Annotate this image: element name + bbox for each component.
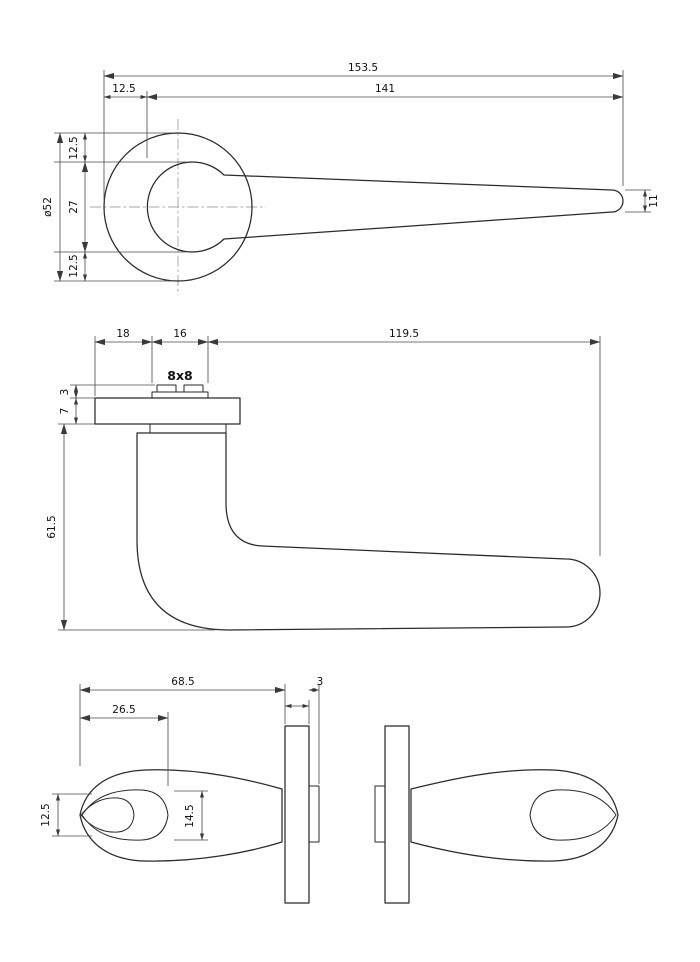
dim-side-grip-length: 68.5 (171, 676, 194, 688)
dim-front-spindle-width: 16 (173, 328, 187, 340)
spindle-size-label: 8x8 (167, 368, 192, 383)
grip-profile-left (79, 769, 283, 862)
neck-collar (149, 423, 227, 434)
spindle-hub-left (308, 785, 320, 843)
dim-top-neck-width: 27 (68, 200, 80, 213)
spindle-block-right (183, 384, 204, 393)
dim-top-rose-diameter: ø52 (42, 197, 54, 217)
view-front-elevation: 18 16 119.5 8x8 3 7 61.5 (46, 328, 601, 631)
grip-inner-curve-right (529, 789, 617, 841)
view-top-plan: 153.5 12.5 141 12.5 27 12.5 ø52 11 (42, 62, 660, 295)
rose-edge-left (284, 725, 310, 904)
dim-front-spindle-height: 3 (59, 389, 71, 396)
dim-top-edge-bottom: 12.5 (68, 254, 80, 277)
dim-top-edge-top: 12.5 (68, 136, 80, 159)
rose-outline (103, 132, 253, 282)
view-side-section: 68.5 26.5 3 12.5 14.5 (40, 676, 619, 904)
dim-top-grip-end-width: 11 (648, 194, 660, 207)
dim-top-rose-offset: 12.5 (112, 83, 135, 95)
dim-side-tip-height: 12.5 (40, 803, 52, 826)
spindle-hub-right (374, 785, 386, 843)
dim-front-rose-thickness: 7 (59, 408, 71, 415)
grip-profile-right (410, 769, 619, 862)
rose-plate (94, 397, 241, 425)
dim-front-projection: 119.5 (389, 328, 419, 340)
dim-front-handle-drop: 61.5 (46, 515, 58, 538)
dim-top-overall: 153.5 (348, 62, 378, 74)
spindle-block-left (156, 384, 177, 393)
dim-side-hub-width: 3 (317, 676, 324, 688)
rose-edge-right (384, 725, 410, 904)
lever-elevation-outline (136, 432, 601, 631)
dim-side-grip-height: 14.5 (184, 804, 196, 827)
grip-tip-curve-left (80, 797, 135, 833)
dim-top-handle-length: 141 (375, 83, 395, 95)
lever-plan-outline (146, 161, 624, 253)
grip-inner-curve-left (81, 789, 169, 841)
spindle-base (151, 391, 209, 399)
dim-front-rose-to-spindle: 18 (116, 328, 129, 340)
dim-side-tip-length: 26.5 (112, 704, 135, 716)
